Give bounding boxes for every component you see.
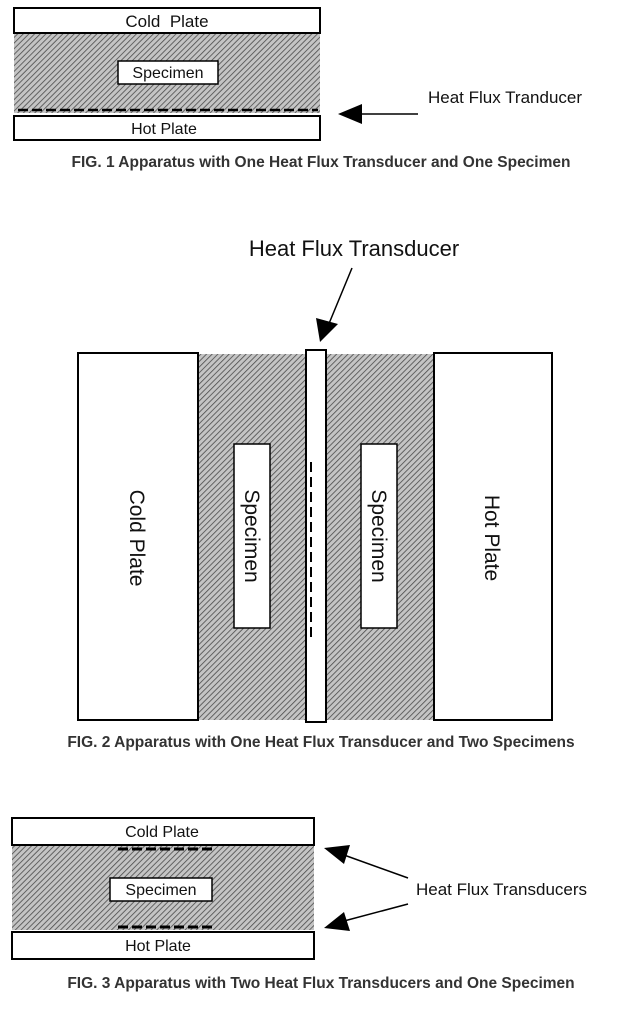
fig3-specimen-box [109,877,213,902]
fig2-transducer-label: Heat Flux Transducer [249,236,459,261]
fig2-diagram: Heat Flux Transducer Cold Plate Specimen… [77,236,553,723]
fig3-lower-arrowhead-icon [324,912,350,931]
fig3-upper-arrow-line [343,854,409,879]
fig2-specimen-right-box [360,443,398,629]
fig1-diagram: Cold Plate Specimen Hot Plate Heat Flux … [13,7,582,141]
fig2-hot-plate-label: Hot Plate [480,495,503,581]
fig1-hot-plate [13,115,321,141]
fig1-hot-plate-label: Hot Plate [131,121,197,138]
fig1-caption: FIG. 1 Apparatus with One Heat Flux Tran… [71,154,571,171]
fig3-specimen-label: Specimen [125,882,196,899]
fig3-hot-plate-label: Hot Plate [125,938,191,955]
fig1-specimen-label: Specimen [132,65,203,82]
fig3-caption: FIG. 3 Apparatus with Two Heat Flux Tran… [67,975,575,992]
fig2-arrow-line [327,267,353,327]
fig3-hot-plate [11,931,315,960]
fig3-lower-arrow-line [343,903,409,922]
fig2-arrowhead-icon [316,318,338,342]
fig3-transducers-label: Heat Flux Transducers [416,880,587,899]
fig1-cold-plate [13,7,321,34]
fig3-diagram: Cold Plate Specimen Hot Plate Heat Flux … [11,817,587,960]
fig2-hot-plate [433,352,553,721]
fig2-cold-plate-label: Cold Plate [125,490,148,587]
fig2-specimen-left-label: Specimen [240,489,263,582]
fig2-specimen-right-label: Specimen [367,489,390,582]
fig1-transducer-label: Heat Flux Tranducer [428,88,582,107]
fig2-transducer-strip [305,349,327,723]
fig2-cold-plate [77,352,199,721]
fig1-cold-plate-label: Cold Plate [125,12,208,31]
fig2-caption: FIG. 2 Apparatus with One Heat Flux Tran… [67,734,575,751]
fig3-upper-arrowhead-icon [324,845,350,864]
fig1-specimen-box [117,60,219,85]
fig3-cold-plate [11,817,315,846]
fig3-cold-plate-label: Cold Plate [125,824,199,841]
fig1-arrowhead-icon [338,104,362,124]
fig2-specimen-left-box [233,443,271,629]
